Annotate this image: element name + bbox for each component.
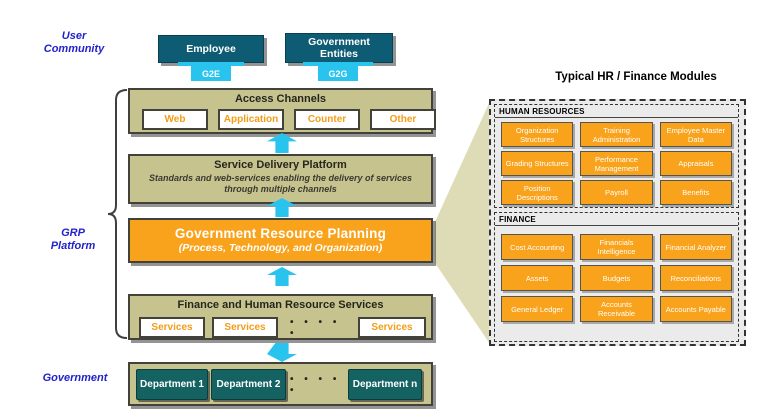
module-box: Appraisals (659, 151, 732, 176)
access-channels-title: Access Channels (234, 93, 327, 105)
module-box: Financial Analyzer (659, 234, 732, 260)
human-resources-header: HUMAN RESOURCES (495, 105, 738, 118)
finance-header: FINANCE (495, 213, 738, 226)
label-government: Government (42, 372, 108, 384)
government-entities-box: Government Entities (285, 33, 393, 63)
module-box: Financials Intelligence (580, 234, 653, 260)
channel-other: Other (370, 109, 436, 130)
finance-hr-services-box: Finance and Human Resource Services Serv… (128, 294, 433, 340)
employee-box: Employee (158, 35, 264, 63)
g2g-connector-bar (303, 62, 373, 66)
grp-subtitle: (Process, Technology, and Organization) (178, 242, 383, 254)
hr-modules-grid: Organization Structures Training Adminis… (501, 122, 732, 205)
module-box: Performance Management (580, 151, 653, 176)
grp-box: Government Resource Planning (Process, T… (128, 218, 433, 263)
g2g-connector-label: G2G (318, 66, 358, 81)
service-delivery-subtitle: Standards and web-services enabling the … (148, 173, 413, 195)
label-grp-platform: GRP Platform (50, 227, 96, 253)
arrow-up-icon (267, 133, 297, 153)
channel-web: Web (142, 109, 208, 130)
brace-icon (107, 89, 128, 339)
ellipsis-dots: • • • • • (290, 373, 341, 396)
channel-counter: Counter (294, 109, 360, 130)
human-resources-section: HUMAN RESOURCES Organization Structures … (494, 104, 739, 208)
module-box: Cost Accounting (501, 234, 574, 260)
module-box: Organization Structures (501, 122, 574, 147)
grp-title: Government Resource Planning (174, 226, 387, 241)
module-box: Assets (501, 265, 574, 291)
module-box: Accounts Receivable (580, 296, 653, 322)
service-chip: Services (139, 317, 205, 338)
department-box: Department n (348, 369, 422, 400)
service-chip: Services (212, 317, 278, 338)
module-box: General Ledger (501, 296, 574, 322)
module-box: Training Administration (580, 122, 653, 147)
label-user-community: User Community (43, 30, 105, 56)
finance-hr-services-title: Finance and Human Resource Services (177, 299, 384, 311)
module-box: Grading Structures (501, 151, 574, 176)
department-box: Department 1 (136, 369, 208, 400)
callout-beam (435, 101, 490, 344)
g2e-connector-label: G2E (191, 66, 231, 81)
module-box: Budgets (580, 265, 653, 291)
service-chip: Services (358, 317, 426, 338)
service-delivery-platform-box: Service Delivery Platform Standards and … (128, 154, 433, 204)
ellipsis-dots: • • • • • (290, 316, 341, 339)
channel-application: Application (218, 109, 284, 130)
module-box: Payroll (580, 180, 653, 205)
government-departments-box: Department 1 Department 2 • • • • • Depa… (128, 362, 433, 406)
access-channels-box: Access Channels Web Application Counter … (128, 88, 436, 134)
arrow-up-icon (267, 267, 297, 286)
module-box: Reconciliations (659, 265, 732, 291)
module-box: Employee Master Data (659, 122, 732, 147)
module-box: Position Descriptions (501, 180, 574, 205)
finance-section: FINANCE Cost Accounting Financials Intel… (494, 212, 739, 342)
g2e-connector-bar (178, 62, 244, 66)
module-box: Benefits (659, 180, 732, 205)
arrow-down-icon (267, 343, 297, 362)
modules-panel: HUMAN RESOURCES Organization Structures … (489, 99, 746, 346)
finance-modules-grid: Cost Accounting Financials Intelligence … (501, 234, 732, 322)
modules-panel-title: Typical HR / Finance Modules (555, 71, 717, 83)
service-delivery-title: Service Delivery Platform (214, 159, 347, 171)
department-box: Department 2 (211, 369, 286, 400)
module-box: Accounts Payable (659, 296, 732, 322)
